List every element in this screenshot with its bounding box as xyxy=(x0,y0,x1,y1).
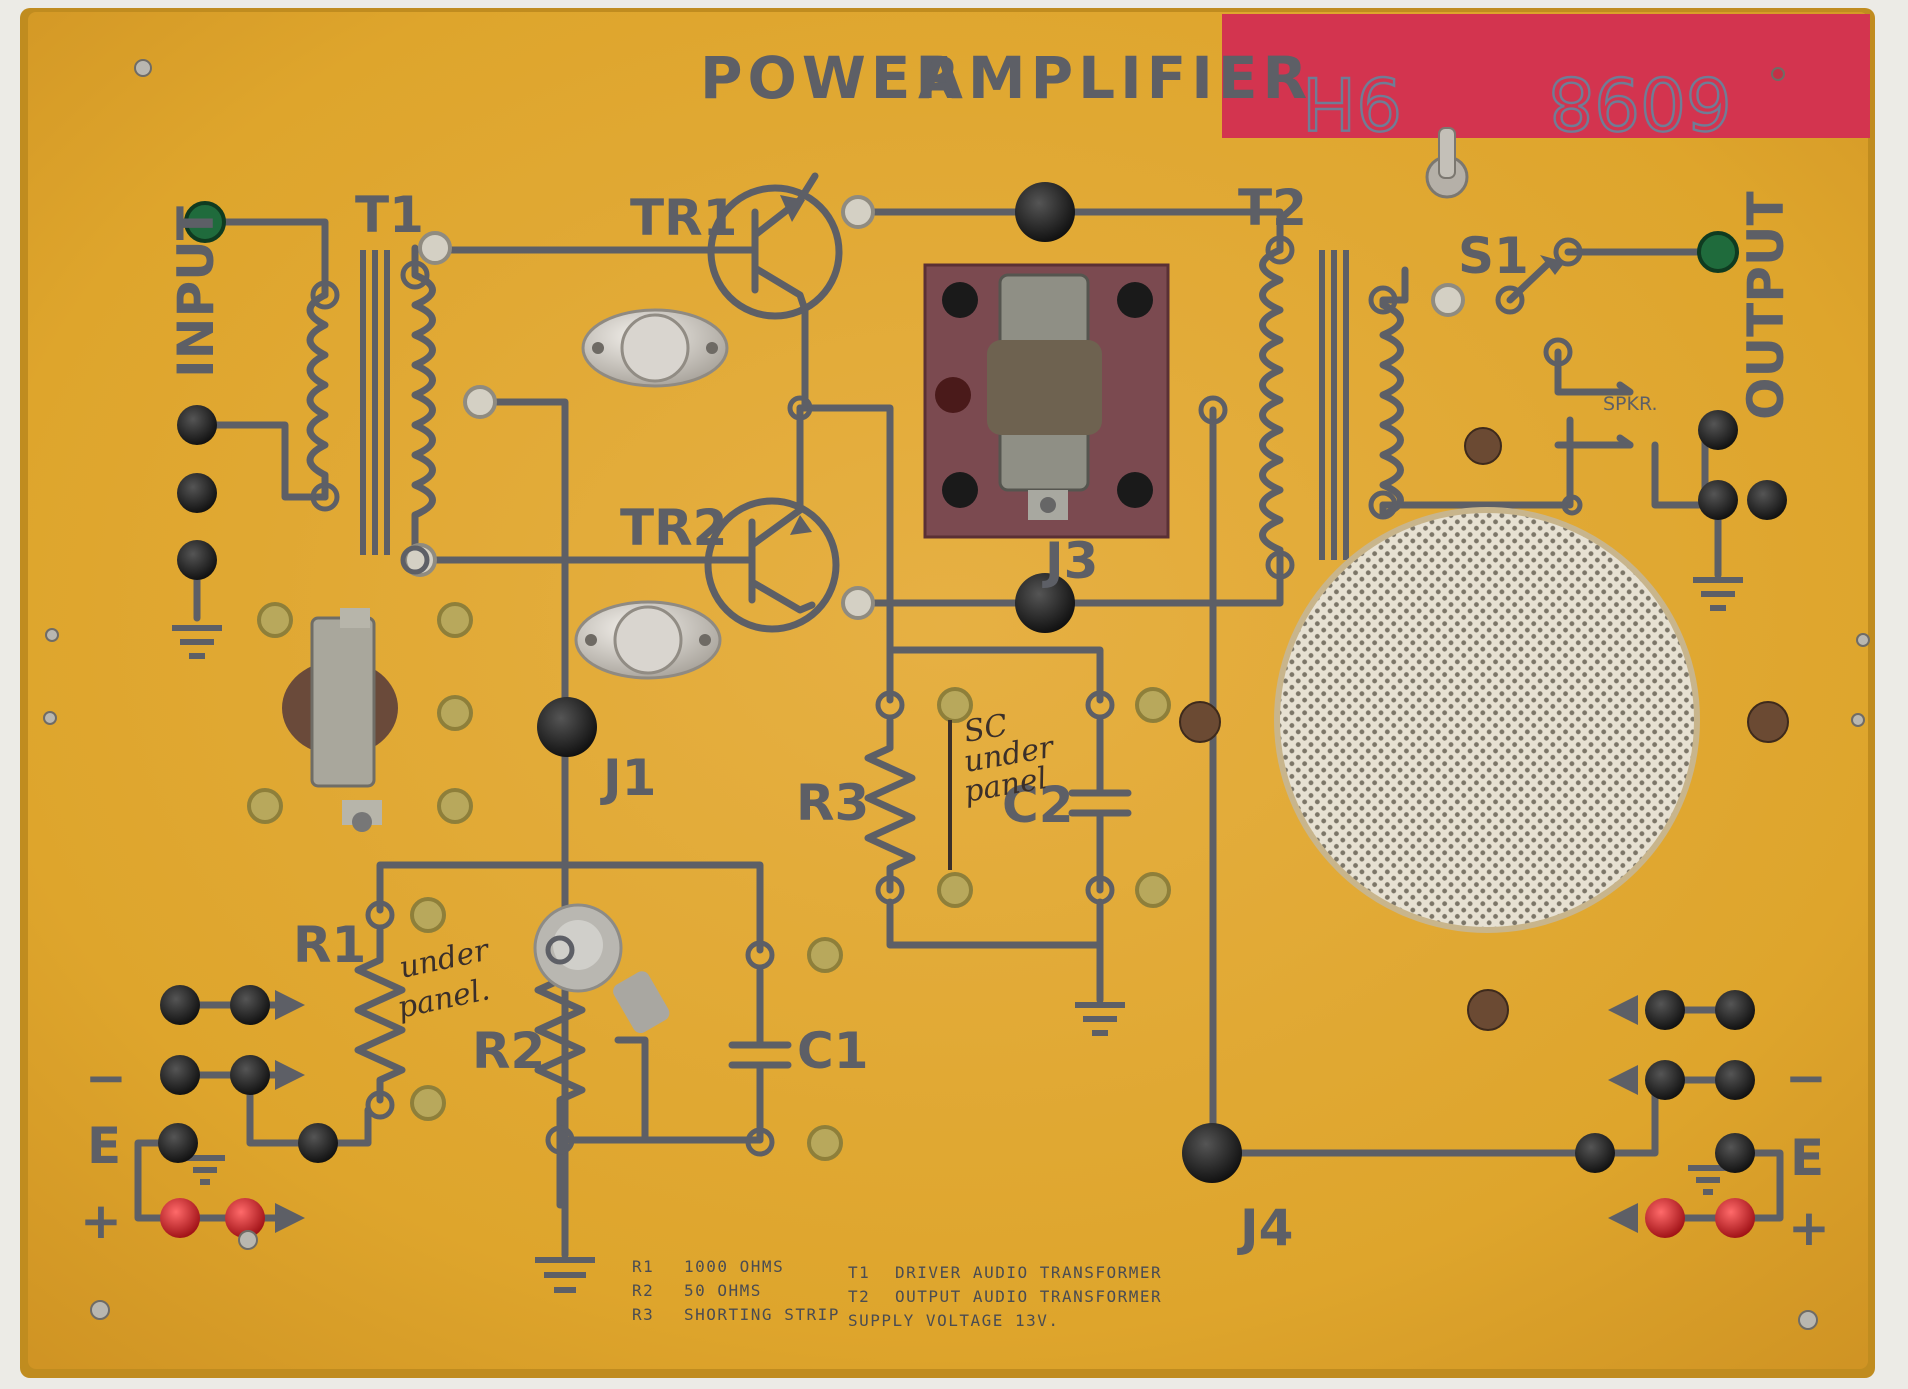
label-c1: C1 xyxy=(797,1022,868,1080)
driver-transformer-part xyxy=(282,608,398,832)
legend-r1-value: 1000 OHMS xyxy=(684,1257,784,1276)
grey-terminals[interactable] xyxy=(403,195,1465,620)
brown-screws xyxy=(1179,427,1789,1031)
legend-r3-ref: R3 xyxy=(632,1305,654,1324)
label-j3: J3 xyxy=(1042,532,1098,590)
label-tr2: TR2 xyxy=(620,499,727,557)
legend-t1-ref: T1 xyxy=(848,1263,870,1282)
transformer-cores xyxy=(360,250,1349,560)
r3-note-line1: SC xyxy=(961,708,1010,750)
legend-r3-value: SHORTING STRIP xyxy=(684,1305,840,1324)
r2-knob[interactable] xyxy=(533,903,672,1036)
label-r3: R3 xyxy=(796,774,869,832)
power-transistor-tr1 xyxy=(581,308,729,388)
component-legend: R1 1000 OHMS R2 50 OHMS R3 SHORTING STRI… xyxy=(632,1257,1162,1330)
power-transistor-tr2 xyxy=(574,600,722,680)
label-s1: S1 xyxy=(1458,227,1529,285)
ground-symbols xyxy=(172,577,1743,1293)
label-minus-left: − xyxy=(85,1049,127,1107)
label-r1: R1 xyxy=(293,916,366,974)
legend-t1-value: DRIVER AUDIO TRANSFORMER xyxy=(895,1263,1162,1282)
label-tr1: TR1 xyxy=(630,189,737,247)
inventory-tag xyxy=(1222,14,1870,138)
legend-r2-value: 50 OHMS xyxy=(684,1281,762,1300)
title-amplifier: AMPLIFIER xyxy=(918,44,1312,112)
component-labels: T1 TR1 TR2 T2 J3 J1 J4 S1 R1 R2 R3 C1 C2… xyxy=(80,179,1830,1257)
tag-left-text: 9H xyxy=(1302,61,1402,145)
label-j4: J4 xyxy=(1237,1199,1293,1257)
green-jacks[interactable] xyxy=(184,201,1739,273)
speaker-grille xyxy=(1274,507,1700,933)
label-t1: T1 xyxy=(355,186,424,244)
label-r2: R2 xyxy=(472,1022,545,1080)
label-plus-right: + xyxy=(1788,1199,1830,1257)
black-jacks[interactable] xyxy=(158,182,1787,1183)
brass-terminals[interactable] xyxy=(247,602,1171,1161)
label-minus-right: − xyxy=(1785,1049,1827,1107)
legend-r2-ref: R2 xyxy=(632,1281,654,1300)
label-output: OUTPUT xyxy=(1737,191,1795,420)
terminal-arrows xyxy=(275,195,1638,1233)
toggle-switch[interactable] xyxy=(1425,127,1469,199)
legend-t2-value: OUTPUT AUDIO TRANSFORMER xyxy=(895,1287,1162,1306)
panel-screws xyxy=(43,59,1870,1330)
label-c2: C2 xyxy=(1002,776,1073,834)
label-input: INPUT xyxy=(167,206,225,378)
label-spkr: SPKR. xyxy=(1603,393,1658,415)
legend-r1-ref: R1 xyxy=(632,1257,654,1276)
transformer-module xyxy=(923,263,1170,539)
label-plus-left: + xyxy=(80,1192,122,1250)
label-t2: T2 xyxy=(1238,179,1307,237)
ring-terminals xyxy=(310,235,1583,1157)
red-jacks[interactable] xyxy=(160,1198,1755,1238)
label-earth-left: E xyxy=(87,1117,121,1175)
legend-supply: SUPPLY VOLTAGE 13V. xyxy=(848,1311,1060,1330)
tag-right-text: 6098 xyxy=(1548,61,1731,145)
label-j1: J1 xyxy=(600,749,656,807)
label-earth-right: E xyxy=(1790,1129,1824,1187)
title-power: POWER xyxy=(700,44,965,112)
legend-t2-ref: T2 xyxy=(848,1287,870,1306)
